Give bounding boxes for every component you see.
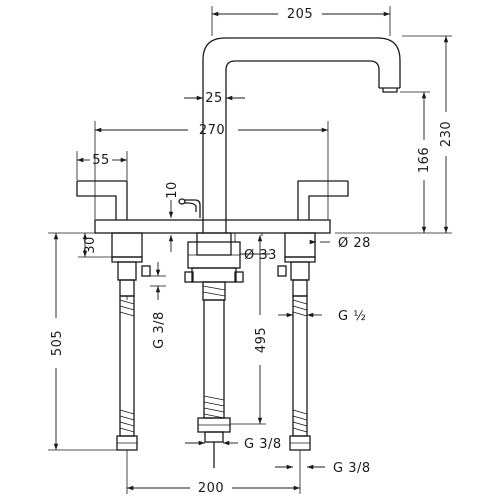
dim-label-495: 495 bbox=[254, 327, 269, 353]
right-handle bbox=[297, 180, 349, 220]
dim-thread-right: G 3/8 bbox=[275, 461, 371, 476]
dim-escutcheon-height: 30 bbox=[78, 233, 112, 258]
right-valve-assembly bbox=[277, 232, 316, 451]
dim-overall-depth: 505 bbox=[48, 233, 117, 451]
dim-handle-length: 55 bbox=[76, 151, 128, 180]
dim-label-55: 55 bbox=[92, 153, 110, 168]
dim-aerator-clearance: 10 bbox=[165, 181, 180, 252]
dim-label-10: 10 bbox=[165, 181, 180, 199]
dim-mount-depth: 495 bbox=[230, 235, 269, 425]
dim-spread: 270 bbox=[94, 121, 329, 219]
dim-spout-width: 205 bbox=[211, 6, 391, 36]
dim-label-g12: G ½ bbox=[338, 309, 366, 324]
dim-label-g38-right: G 3/8 bbox=[333, 461, 371, 476]
dim-label-270: 270 bbox=[199, 123, 225, 138]
dim-aerator-height: 166 bbox=[400, 91, 432, 233]
dim-label-505: 505 bbox=[50, 330, 65, 356]
left-handle bbox=[76, 180, 128, 220]
dim-thread-left: G 3/8 bbox=[150, 262, 167, 349]
dim-valve-spacing: 200 bbox=[126, 450, 301, 496]
dim-label-d28: Ø 28 bbox=[338, 236, 371, 251]
dim-escutcheon-diameter: Ø 28 bbox=[309, 236, 371, 251]
dim-label-30: 30 bbox=[83, 236, 98, 254]
dim-spout-height: 230 bbox=[335, 35, 454, 234]
dim-thread-center: G 3/8 bbox=[185, 437, 282, 452]
dim-thread-supply: G ½ bbox=[278, 309, 366, 324]
spout bbox=[202, 37, 401, 233]
left-valve-assembly bbox=[111, 232, 151, 451]
dim-label-230: 230 bbox=[439, 121, 454, 147]
dim-label-25: 25 bbox=[205, 91, 223, 106]
dim-label-g38-left: G 3/8 bbox=[152, 311, 167, 349]
dim-label-g38-center: G 3/8 bbox=[244, 437, 282, 452]
dim-spout-tube: 25 bbox=[184, 91, 245, 106]
dim-label-d33: Ø 33 bbox=[244, 248, 277, 263]
dim-label-205: 205 bbox=[287, 7, 313, 22]
dim-label-200: 200 bbox=[198, 481, 224, 496]
deck-plate bbox=[94, 198, 331, 234]
dim-body-diameter: Ø 33 bbox=[234, 233, 277, 263]
dim-label-166: 166 bbox=[417, 147, 432, 173]
center-mixer-body bbox=[184, 232, 244, 468]
